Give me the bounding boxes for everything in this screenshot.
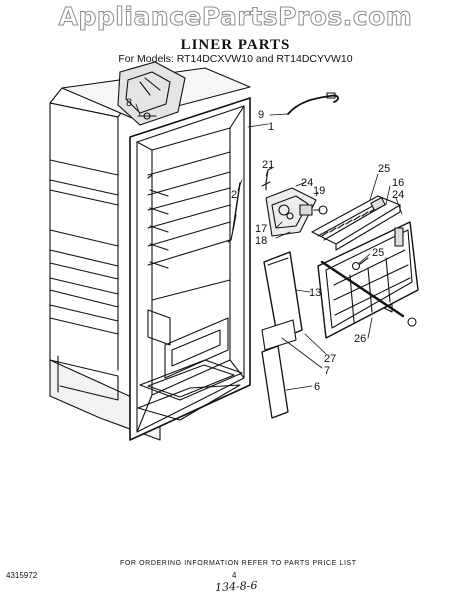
callout-13: 13 bbox=[309, 287, 321, 299]
callout-1: 1 bbox=[268, 121, 274, 133]
liner-front-frame bbox=[129, 97, 251, 441]
callout-9: 9 bbox=[258, 109, 264, 121]
callout-27: 27 bbox=[324, 353, 336, 365]
callout-25: 25 bbox=[372, 247, 384, 259]
ordering-note: FOR ORDERING INFORMATION REFER TO PARTS … bbox=[120, 560, 357, 567]
part-6-drain-strip bbox=[261, 345, 289, 419]
callout-6: 6 bbox=[314, 381, 320, 393]
callout-26: 26 bbox=[354, 333, 366, 345]
part-24-back-panel bbox=[317, 221, 419, 339]
callout-16: 17 bbox=[255, 223, 267, 235]
document-number: 4315972 bbox=[6, 571, 38, 580]
page-number: 4 bbox=[232, 571, 237, 580]
leader-lines bbox=[135, 103, 403, 391]
page-subtitle: For Models: RT14DCXVW10 and RT14DCYVW10 bbox=[118, 53, 353, 65]
callout-21: 24 bbox=[301, 177, 313, 189]
part-25-screw bbox=[351, 257, 369, 271]
callout-15: 16 bbox=[392, 177, 404, 189]
callout-7: 7 bbox=[324, 365, 330, 377]
part-26-rod bbox=[320, 260, 417, 327]
part-7-bracket bbox=[261, 319, 297, 351]
callout-19: 21 bbox=[262, 159, 274, 171]
handwritten-note: 134-8-6 bbox=[214, 578, 258, 595]
part-9-wire bbox=[287, 92, 339, 115]
callout-18: 19 bbox=[313, 185, 325, 197]
callout-24: 24 bbox=[392, 189, 404, 201]
watermark: AppliancePartsPros.com bbox=[58, 2, 413, 32]
part-23-control-panel bbox=[311, 195, 401, 251]
control-housing-assembly bbox=[261, 167, 328, 237]
callout-8: 8 bbox=[126, 97, 132, 109]
part-13-duct-cover bbox=[263, 251, 303, 341]
part-2-rod bbox=[227, 182, 241, 243]
callout-labels: 8 9 1 2 21 24 19 17 18 25 16 24 25 13 26… bbox=[126, 97, 404, 393]
callout-2: 2 bbox=[231, 189, 237, 201]
page-title: LINER PARTS bbox=[180, 37, 291, 53]
callout-23: 25 bbox=[378, 163, 390, 175]
callout-17: 18 bbox=[255, 235, 267, 247]
evaporator-cover-part-8 bbox=[117, 61, 186, 126]
